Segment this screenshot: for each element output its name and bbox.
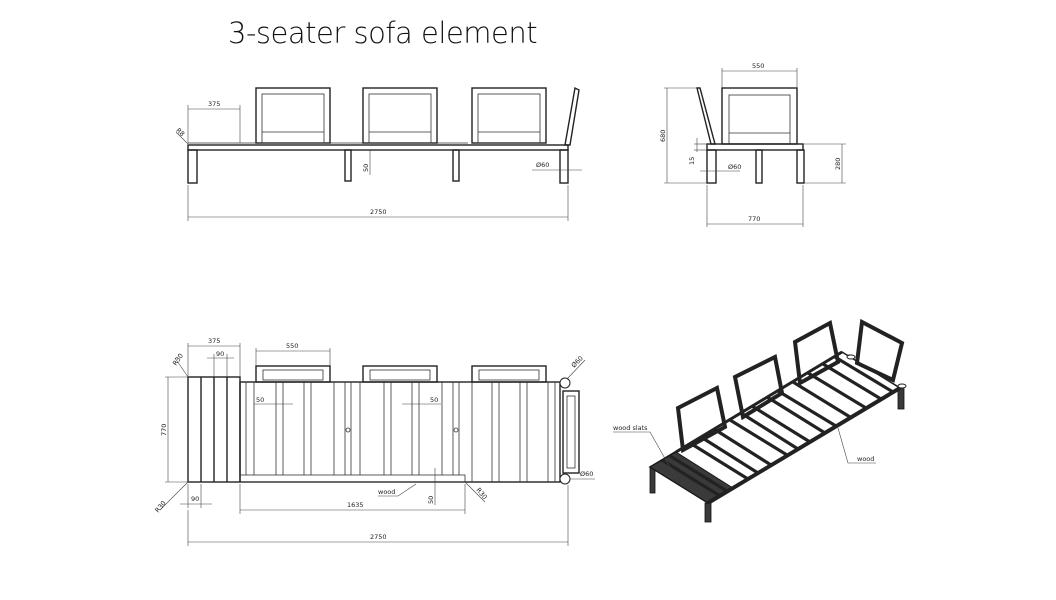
dim-r30: R30 bbox=[171, 352, 185, 367]
dim-770: 770 bbox=[160, 424, 168, 436]
iso-backrests bbox=[675, 318, 905, 454]
leg bbox=[187, 149, 198, 184]
dim-2750: 2750 bbox=[370, 208, 387, 216]
label-wood: wood bbox=[857, 455, 874, 463]
dim-50: 50 bbox=[362, 164, 370, 172]
dim-280: 280 bbox=[834, 158, 842, 170]
leg bbox=[452, 149, 460, 182]
iso-slats bbox=[661, 355, 894, 498]
label-wood-slats: wood slats bbox=[613, 424, 648, 432]
dim-15: 15 bbox=[688, 157, 696, 165]
dim-2750: 2750 bbox=[370, 533, 387, 541]
drawing-title: 3-seater sofa element bbox=[228, 16, 538, 50]
dim-50: 50 bbox=[256, 396, 264, 404]
seat-section bbox=[239, 381, 561, 483]
leg bbox=[559, 149, 569, 184]
dim-550: 550 bbox=[752, 62, 764, 70]
dim-90: 90 bbox=[216, 350, 224, 358]
dim-680: 680 bbox=[659, 130, 667, 142]
isometric-view: wood slats wood bbox=[613, 318, 907, 523]
dim-50: 50 bbox=[430, 396, 438, 404]
top-view: 375 90 550 R30 Ø60 770 50 50 Ø60 R30 90 … bbox=[153, 337, 595, 546]
dim-770: 770 bbox=[748, 215, 760, 223]
dim-leg-diameter: Ø60 bbox=[580, 470, 593, 478]
label-wood: wood bbox=[378, 488, 395, 496]
armrest-top bbox=[562, 390, 580, 474]
dim-90: 90 bbox=[191, 495, 199, 503]
dim-50: 50 bbox=[427, 496, 435, 504]
front-view: 375 R8 50 Ø60 2750 bbox=[174, 86, 582, 221]
dim-leg-diameter: Ø60 bbox=[728, 163, 741, 171]
dim-375: 375 bbox=[208, 100, 220, 108]
backrests-top bbox=[255, 365, 547, 383]
leg-top bbox=[559, 377, 571, 389]
leg-top bbox=[559, 473, 571, 485]
dim-r30: R30 bbox=[153, 499, 167, 514]
armrest bbox=[564, 86, 580, 146]
dim-r30: R30 bbox=[474, 486, 488, 501]
dim-1635: 1635 bbox=[347, 501, 364, 509]
backrests bbox=[255, 87, 547, 144]
dim-leg-diameter: Ø60 bbox=[570, 354, 585, 369]
seat-slats bbox=[245, 382, 556, 482]
seat-frame bbox=[187, 144, 569, 151]
dim-550: 550 bbox=[286, 342, 298, 350]
side-view: 550 680 15 Ø60 280 770 bbox=[659, 62, 846, 227]
dim-r8: R8 bbox=[174, 126, 186, 138]
backrest-side bbox=[696, 87, 716, 145]
leg bbox=[344, 149, 352, 182]
dim-375: 375 bbox=[208, 337, 220, 345]
dim-leg-diameter: Ø60 bbox=[536, 161, 549, 169]
